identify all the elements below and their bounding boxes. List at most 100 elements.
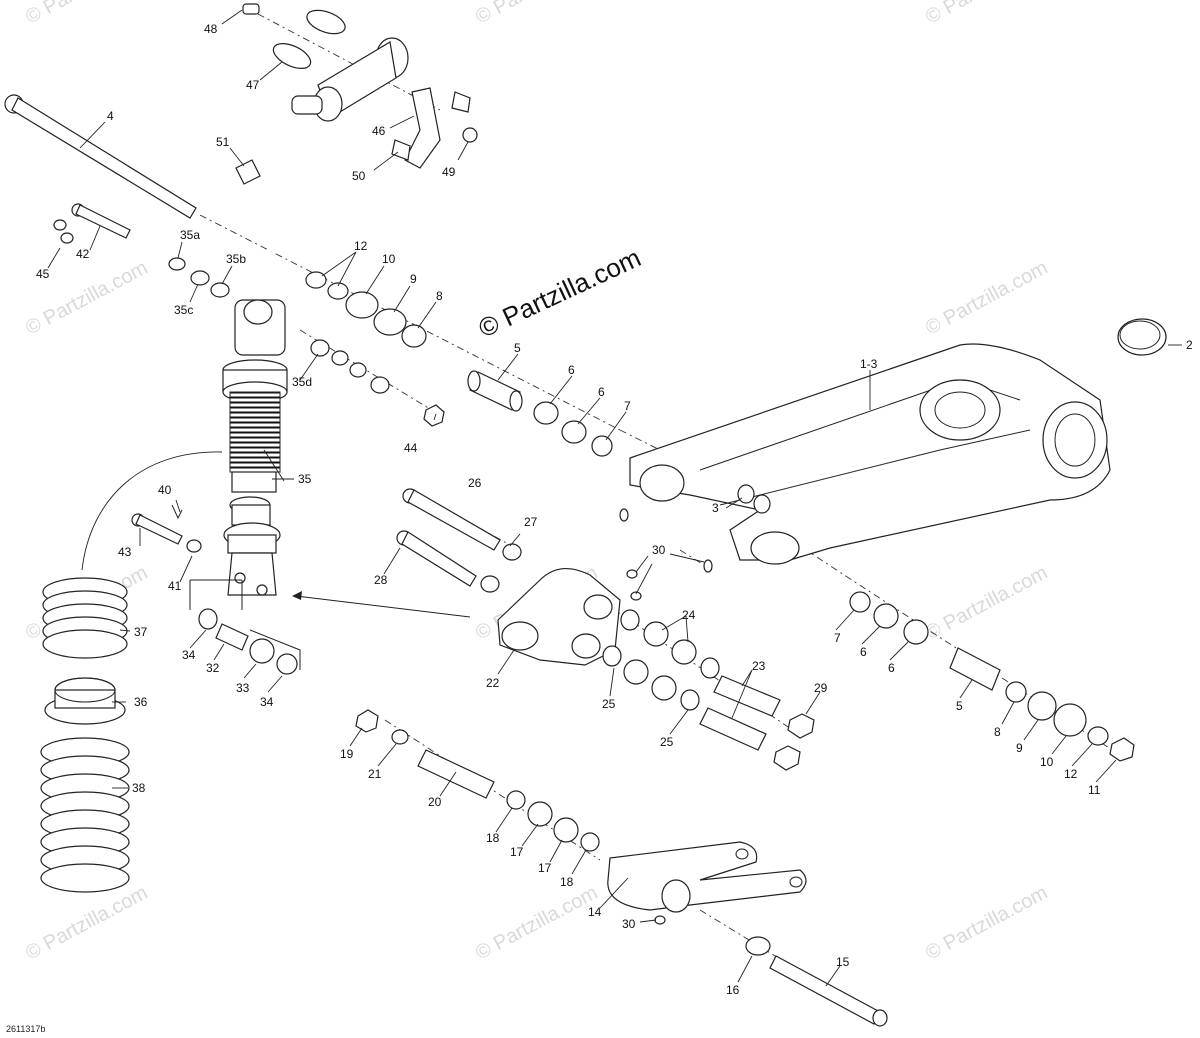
- callout: 5: [956, 699, 963, 713]
- end-cap: [1117, 318, 1167, 356]
- callout: 9: [1016, 741, 1023, 755]
- callout: 36: [134, 695, 148, 709]
- callout: 35c: [174, 303, 193, 317]
- callout: 38: [132, 781, 146, 795]
- callout: 32: [206, 661, 220, 675]
- callout-leaders: [47, 9, 1182, 987]
- watermark-center: © Partzilla.com: [474, 242, 645, 343]
- upper-pivot-bushings: [467, 370, 613, 457]
- swing-arm-seals: [619, 484, 771, 601]
- callout: 2: [1186, 338, 1193, 352]
- callout: 35: [298, 472, 312, 486]
- callout: 45: [36, 267, 50, 281]
- callout: 35d: [292, 375, 312, 389]
- callout: 20: [428, 795, 442, 809]
- spring-upper: [42, 577, 128, 659]
- callout: 12: [1064, 767, 1078, 781]
- callout: 25: [660, 735, 674, 749]
- assembly-arc-arrow: [81, 451, 223, 571]
- upper-washer-stack: [305, 271, 445, 427]
- lower-link-parts: [355, 709, 600, 852]
- watermark-tile: © Partzilla.com: [22, 882, 151, 965]
- callout: 47: [246, 78, 260, 92]
- callout: 8: [994, 725, 1001, 739]
- callout: 24: [682, 608, 696, 622]
- watermark-tile: © Partzilla.com: [922, 0, 1051, 28]
- spring-lower: [40, 737, 130, 893]
- rocker-bearings: [602, 609, 815, 771]
- callout: 5: [514, 341, 521, 355]
- callout: 28: [374, 573, 388, 587]
- callout: 10: [1040, 755, 1054, 769]
- callout: 7: [834, 631, 841, 645]
- callout: 41: [168, 579, 182, 593]
- rocker-link: [497, 568, 621, 666]
- callout: 50: [352, 169, 366, 183]
- callout: 7: [624, 399, 631, 413]
- callout: 16: [726, 983, 740, 997]
- callout: 26: [468, 476, 482, 490]
- callout: 34: [260, 695, 274, 709]
- lower-link-bolt: [745, 936, 888, 1027]
- callout-labels: 48 47 46 49 50 51 4 42 45 35a 35b 35c 35…: [36, 22, 1193, 997]
- watermark-tile: © Partzilla.com: [922, 882, 1051, 965]
- shock-absorber: [222, 37, 409, 596]
- callout: 14: [588, 905, 602, 919]
- watermark-tile: © Partzilla.com: [922, 257, 1051, 340]
- callout: 34: [182, 648, 196, 662]
- swing-arm: [629, 343, 1111, 565]
- callout: 15: [836, 955, 850, 969]
- bolt-and-rings: [53, 203, 230, 298]
- lower-pivot-stack: [849, 591, 1135, 762]
- callout: 44: [404, 441, 418, 455]
- callout: 17: [538, 861, 552, 875]
- rocker-to-shock-arrow: [292, 591, 471, 618]
- callout: 22: [486, 676, 500, 690]
- callout: 6: [860, 645, 867, 659]
- clamps-and-brackets: [235, 3, 478, 185]
- callout: 25: [602, 697, 616, 711]
- rocker-bolts: [396, 488, 522, 593]
- callout: 40: [158, 483, 172, 497]
- callout: 29: [814, 681, 828, 695]
- lower-shock-bolt: [131, 504, 202, 553]
- callout: 43: [118, 545, 132, 559]
- watermark-tile: © Partzilla.com: [472, 882, 601, 965]
- callout: 6: [888, 661, 895, 675]
- callout: 42: [76, 247, 90, 261]
- callout: 3: [712, 501, 719, 515]
- callout: 18: [486, 831, 500, 845]
- callout: 19: [340, 747, 354, 761]
- callout: 9: [410, 272, 417, 286]
- callout: 8: [436, 289, 443, 303]
- callout: 30: [652, 543, 666, 557]
- lower-link-arm: [607, 841, 807, 925]
- callout: 30: [622, 917, 636, 931]
- callout: 1-3: [860, 357, 878, 371]
- callout: 35b: [226, 252, 246, 266]
- lower-shock-bushings: [189, 579, 301, 675]
- callout: 18: [560, 875, 574, 889]
- callout: 23: [752, 659, 766, 673]
- callout: 10: [382, 252, 396, 266]
- callout: 46: [372, 124, 386, 138]
- callout: 33: [236, 681, 250, 695]
- callout: 12: [354, 239, 368, 253]
- callout: 27: [524, 515, 538, 529]
- callout: 6: [568, 363, 575, 377]
- callout: 21: [368, 767, 382, 781]
- watermark-tile: © Partzilla.com: [22, 0, 151, 28]
- callout: 17: [510, 845, 524, 859]
- callout: 4: [107, 109, 114, 123]
- drawing-number: 2611317b: [6, 1024, 45, 1034]
- callout: 49: [442, 165, 456, 179]
- callout: 6: [598, 385, 605, 399]
- long-bolt: [4, 94, 197, 219]
- callout: 51: [216, 135, 230, 149]
- callout: 48: [204, 22, 218, 36]
- callout: 11: [1088, 783, 1101, 797]
- watermark-tile: © Partzilla.com: [922, 562, 1051, 645]
- spring-seat: [44, 677, 126, 725]
- callout: 37: [134, 625, 148, 639]
